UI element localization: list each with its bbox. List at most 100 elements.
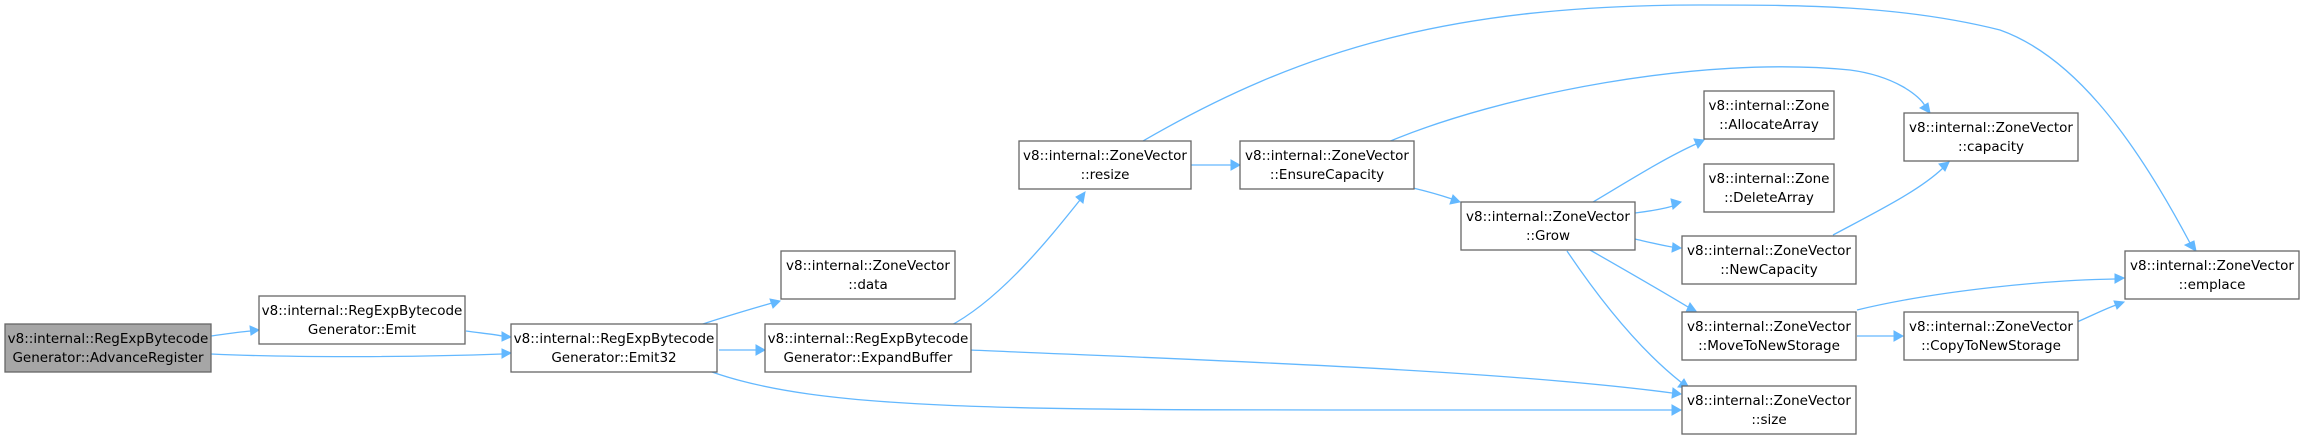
node-label-line2: ::DeleteArray [1724,190,1814,206]
node-resize[interactable]: v8::internal::ZoneVector ::resize [1018,140,1192,190]
arrowhead [1671,242,1683,253]
node-new-capacity[interactable]: v8::internal::ZoneVector ::NewCapacity [1681,235,1857,285]
node-box [1903,311,2079,361]
node-move-to-new-storage[interactable]: v8::internal::ZoneVector ::MoveToNewStor… [1681,311,1857,361]
edge-grow-allocatearray [1592,143,1697,203]
node-label-line2: ::resize [1081,167,1130,183]
arrowhead [1671,404,1683,416]
edge-emit32-size [711,371,1672,411]
node-label-line1: v8::internal::ZoneVector [1909,319,2073,335]
edge-grow-movetonewstorage [1589,249,1689,308]
node-box [780,250,956,300]
node-label-line2: ::data [848,277,888,293]
node-label-line2: Generator::ExpandBuffer [784,350,953,366]
node-label-line2: Generator::Emit [308,322,416,338]
edge-movetonewstorage-emplace [1856,278,2116,311]
edge-ensurecapacity-capacity [1387,66,1926,143]
node-data[interactable]: v8::internal::ZoneVector ::data [780,250,956,300]
arrowhead [1075,191,1086,204]
node-box [1460,201,1636,251]
node-expand-buffer[interactable]: v8::internal::RegExpBytecode Generator::… [764,323,972,373]
arrowhead [1893,330,1905,342]
node-label-line1: v8::internal::Zone [1709,98,1830,114]
node-label-line2: ::capacity [1958,139,2024,155]
node-ensure-capacity[interactable]: v8::internal::ZoneVector ::EnsureCapacit… [1239,140,1415,190]
node-label-line2: ::Grow [1526,228,1570,244]
node-label-line1: v8::internal::ZoneVector [1687,243,1851,259]
node-box [258,295,466,345]
node-emit32[interactable]: v8::internal::RegExpBytecode Generator::… [510,323,718,373]
node-label-line2: ::AllocateArray [1719,117,1819,133]
arrowhead [2183,240,2197,252]
edge-emit32-data [699,302,773,326]
edge-grow-deletearray [1634,204,1675,214]
node-box [1681,385,1857,435]
edge-grow-newcapacity [1634,238,1673,248]
arrowhead [501,348,513,359]
edge-emit-emit32 [465,330,503,337]
node-allocate-array[interactable]: v8::internal::Zone ::AllocateArray [1703,90,1835,140]
node-label-line2: ::size [1751,412,1786,428]
edge-advanceregister-emit [210,330,252,337]
node-box [1239,140,1415,190]
node-box [1903,112,2079,162]
node-box [510,323,718,373]
node-label-line1: v8::internal::Zone [1709,171,1830,187]
node-label-line2: Generator::AdvanceRegister [12,350,204,366]
node-label-line1: v8::internal::ZoneVector [1023,148,1187,164]
arrowhead [755,344,767,356]
node-box [2124,250,2300,300]
edge-expandbuffer-size [969,349,1673,394]
node-label-line1: v8::internal::RegExpBytecode [514,331,715,347]
edge-grow-size [1566,250,1683,384]
arrowhead [769,298,782,309]
arrowhead [1449,194,1462,205]
nodes: v8::internal::RegExpBytecode Generator::… [4,90,2300,435]
edge-copytonewstorage-emplace [2076,304,2117,323]
arrowhead [1938,161,1950,172]
node-emit[interactable]: v8::internal::RegExpBytecode Generator::… [258,295,466,345]
arrowhead [1230,159,1242,171]
arrowhead [2114,273,2126,284]
node-label-line1: v8::internal::ZoneVector [1245,148,1409,164]
node-emplace[interactable]: v8::internal::ZoneVector ::emplace [2124,250,2300,300]
edge-newcapacity-capacity [1832,167,1944,236]
node-label-line1: v8::internal::ZoneVector [1687,319,1851,335]
node-label-line1: v8::internal::ZoneVector [2130,258,2294,274]
arrowhead [1693,138,1705,149]
node-box [1681,311,1857,361]
node-delete-array[interactable]: v8::internal::Zone ::DeleteArray [1703,163,1835,213]
arrowhead [1685,302,1697,313]
arrowhead [501,331,513,342]
edge-expandbuffer-resize [947,199,1081,328]
node-label-line1: v8::internal::RegExpBytecode [262,303,463,319]
node-copy-to-new-storage[interactable]: v8::internal::ZoneVector ::CopyToNewStor… [1903,311,2079,361]
node-box [1681,235,1857,285]
node-label-line2: ::CopyToNewStorage [1921,338,2061,354]
arrowhead [2113,300,2126,310]
node-box [764,323,972,373]
node-label-line2: ::NewCapacity [1720,262,1818,278]
node-label-line1: v8::internal::RegExpBytecode [768,331,969,347]
node-label-line1: v8::internal::RegExpBytecode [8,331,209,347]
node-capacity[interactable]: v8::internal::ZoneVector ::capacity [1903,112,2079,162]
node-box [1018,140,1192,190]
node-box [1703,90,1835,140]
edges [210,4,2197,416]
node-box [4,323,212,373]
node-label-line1: v8::internal::ZoneVector [1466,209,1630,225]
node-advance-register[interactable]: v8::internal::RegExpBytecode Generator::… [4,323,212,373]
node-label-line2: ::EnsureCapacity [1270,167,1384,183]
node-grow[interactable]: v8::internal::ZoneVector ::Grow [1460,201,1636,251]
node-label-line1: v8::internal::ZoneVector [786,258,950,274]
node-label-line2: ::MoveToNewStorage [1698,338,1840,354]
node-label-line1: v8::internal::ZoneVector [1687,393,1851,409]
edge-resize-emplace [1142,4,2191,244]
arrowhead [1918,102,1931,114]
arrowhead [1670,198,1683,210]
node-box [1703,163,1835,213]
edge-ensurecapacity-grow [1412,187,1453,200]
node-label-line2: Generator::Emit32 [551,350,676,366]
node-size[interactable]: v8::internal::ZoneVector ::size [1681,385,1857,435]
